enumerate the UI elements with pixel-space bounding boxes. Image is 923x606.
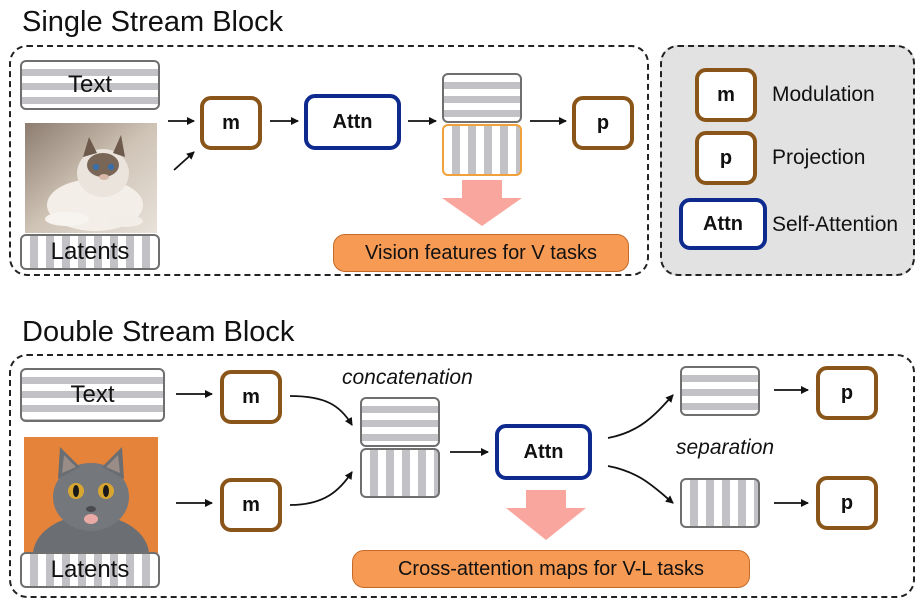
- legend-projection-symbol: p: [719, 146, 733, 169]
- double-image-modulation-label: m: [242, 493, 260, 516]
- single-projection-box: p: [572, 96, 634, 150]
- single-modulation-box: m: [200, 96, 262, 150]
- separation-label: separation: [676, 436, 775, 459]
- single-output-label: Vision features for V tasks: [333, 234, 629, 272]
- double-image-projection-box: p: [816, 476, 878, 530]
- double-separated-text-token: [680, 366, 760, 416]
- double-cat-photo: [24, 437, 158, 553]
- single-stream-title: Single Stream Block: [22, 6, 284, 38]
- arrow-double-image-mod-to-concat: [289, 471, 353, 506]
- single-image-output-token: [442, 124, 522, 176]
- legend-projection-box: p: [695, 131, 757, 185]
- concatenation-label: concatenation: [342, 366, 473, 389]
- double-concat-image-token: [360, 448, 440, 498]
- arrow-double-attn-to-image-sep: [607, 465, 674, 504]
- legend-projection-desc: Projection: [772, 146, 866, 169]
- single-stream-block: [9, 45, 649, 276]
- double-output-label: Cross-attention maps for V-L tasks: [352, 550, 750, 588]
- double-concat-text-token: [360, 397, 440, 447]
- arrow-single-image-to-mod: [173, 151, 195, 171]
- single-output-text: Vision features for V tasks: [365, 241, 597, 264]
- single-attention-box: Attn: [304, 94, 401, 150]
- legend-attention-desc: Self-Attention: [772, 213, 899, 236]
- single-output-arrow: [442, 180, 522, 226]
- single-attention-label: Attn: [332, 110, 373, 133]
- single-text-token-label: Text: [67, 71, 112, 98]
- double-text-token-label: Text: [70, 381, 115, 408]
- legend-modulation-desc: Modulation: [772, 83, 875, 106]
- single-text-output-token: [442, 73, 522, 123]
- double-text-modulation-box: m: [220, 370, 282, 424]
- single-latents-token-label: Latents: [50, 238, 130, 265]
- double-separated-image-token: [680, 478, 760, 528]
- double-stream-block: [9, 354, 915, 598]
- double-image-modulation-box: m: [220, 478, 282, 532]
- arrow-double-attn-to-text-sep: [607, 394, 674, 439]
- double-text-modulation-label: m: [242, 385, 260, 408]
- double-image-projection-label: p: [840, 491, 854, 514]
- legend-attention-symbol: Attn: [703, 212, 743, 235]
- single-text-token: Text: [20, 60, 160, 110]
- double-output-text: Cross-attention maps for V-L tasks: [397, 557, 705, 580]
- double-attention-label: Attn: [523, 440, 564, 463]
- single-latents-token: Latents: [20, 234, 160, 270]
- arrow-double-text-mod-to-concat: [289, 395, 353, 426]
- double-attention-box: Attn: [495, 424, 592, 480]
- double-text-projection-box: p: [816, 366, 878, 420]
- legend-modulation-box: m: [695, 68, 757, 122]
- single-cat-photo: [25, 123, 157, 233]
- double-latents-token-label: Latents: [50, 556, 130, 583]
- double-output-arrow: [506, 490, 586, 540]
- legend-modulation-symbol: m: [717, 83, 735, 106]
- single-modulation-label: m: [222, 111, 240, 134]
- double-text-token: Text: [20, 368, 165, 422]
- legend-attention-box: Attn: [679, 198, 767, 250]
- single-projection-label: p: [596, 111, 610, 134]
- double-latents-token: Latents: [20, 552, 160, 588]
- double-stream-title: Double Stream Block: [22, 316, 295, 348]
- double-text-projection-label: p: [840, 381, 854, 404]
